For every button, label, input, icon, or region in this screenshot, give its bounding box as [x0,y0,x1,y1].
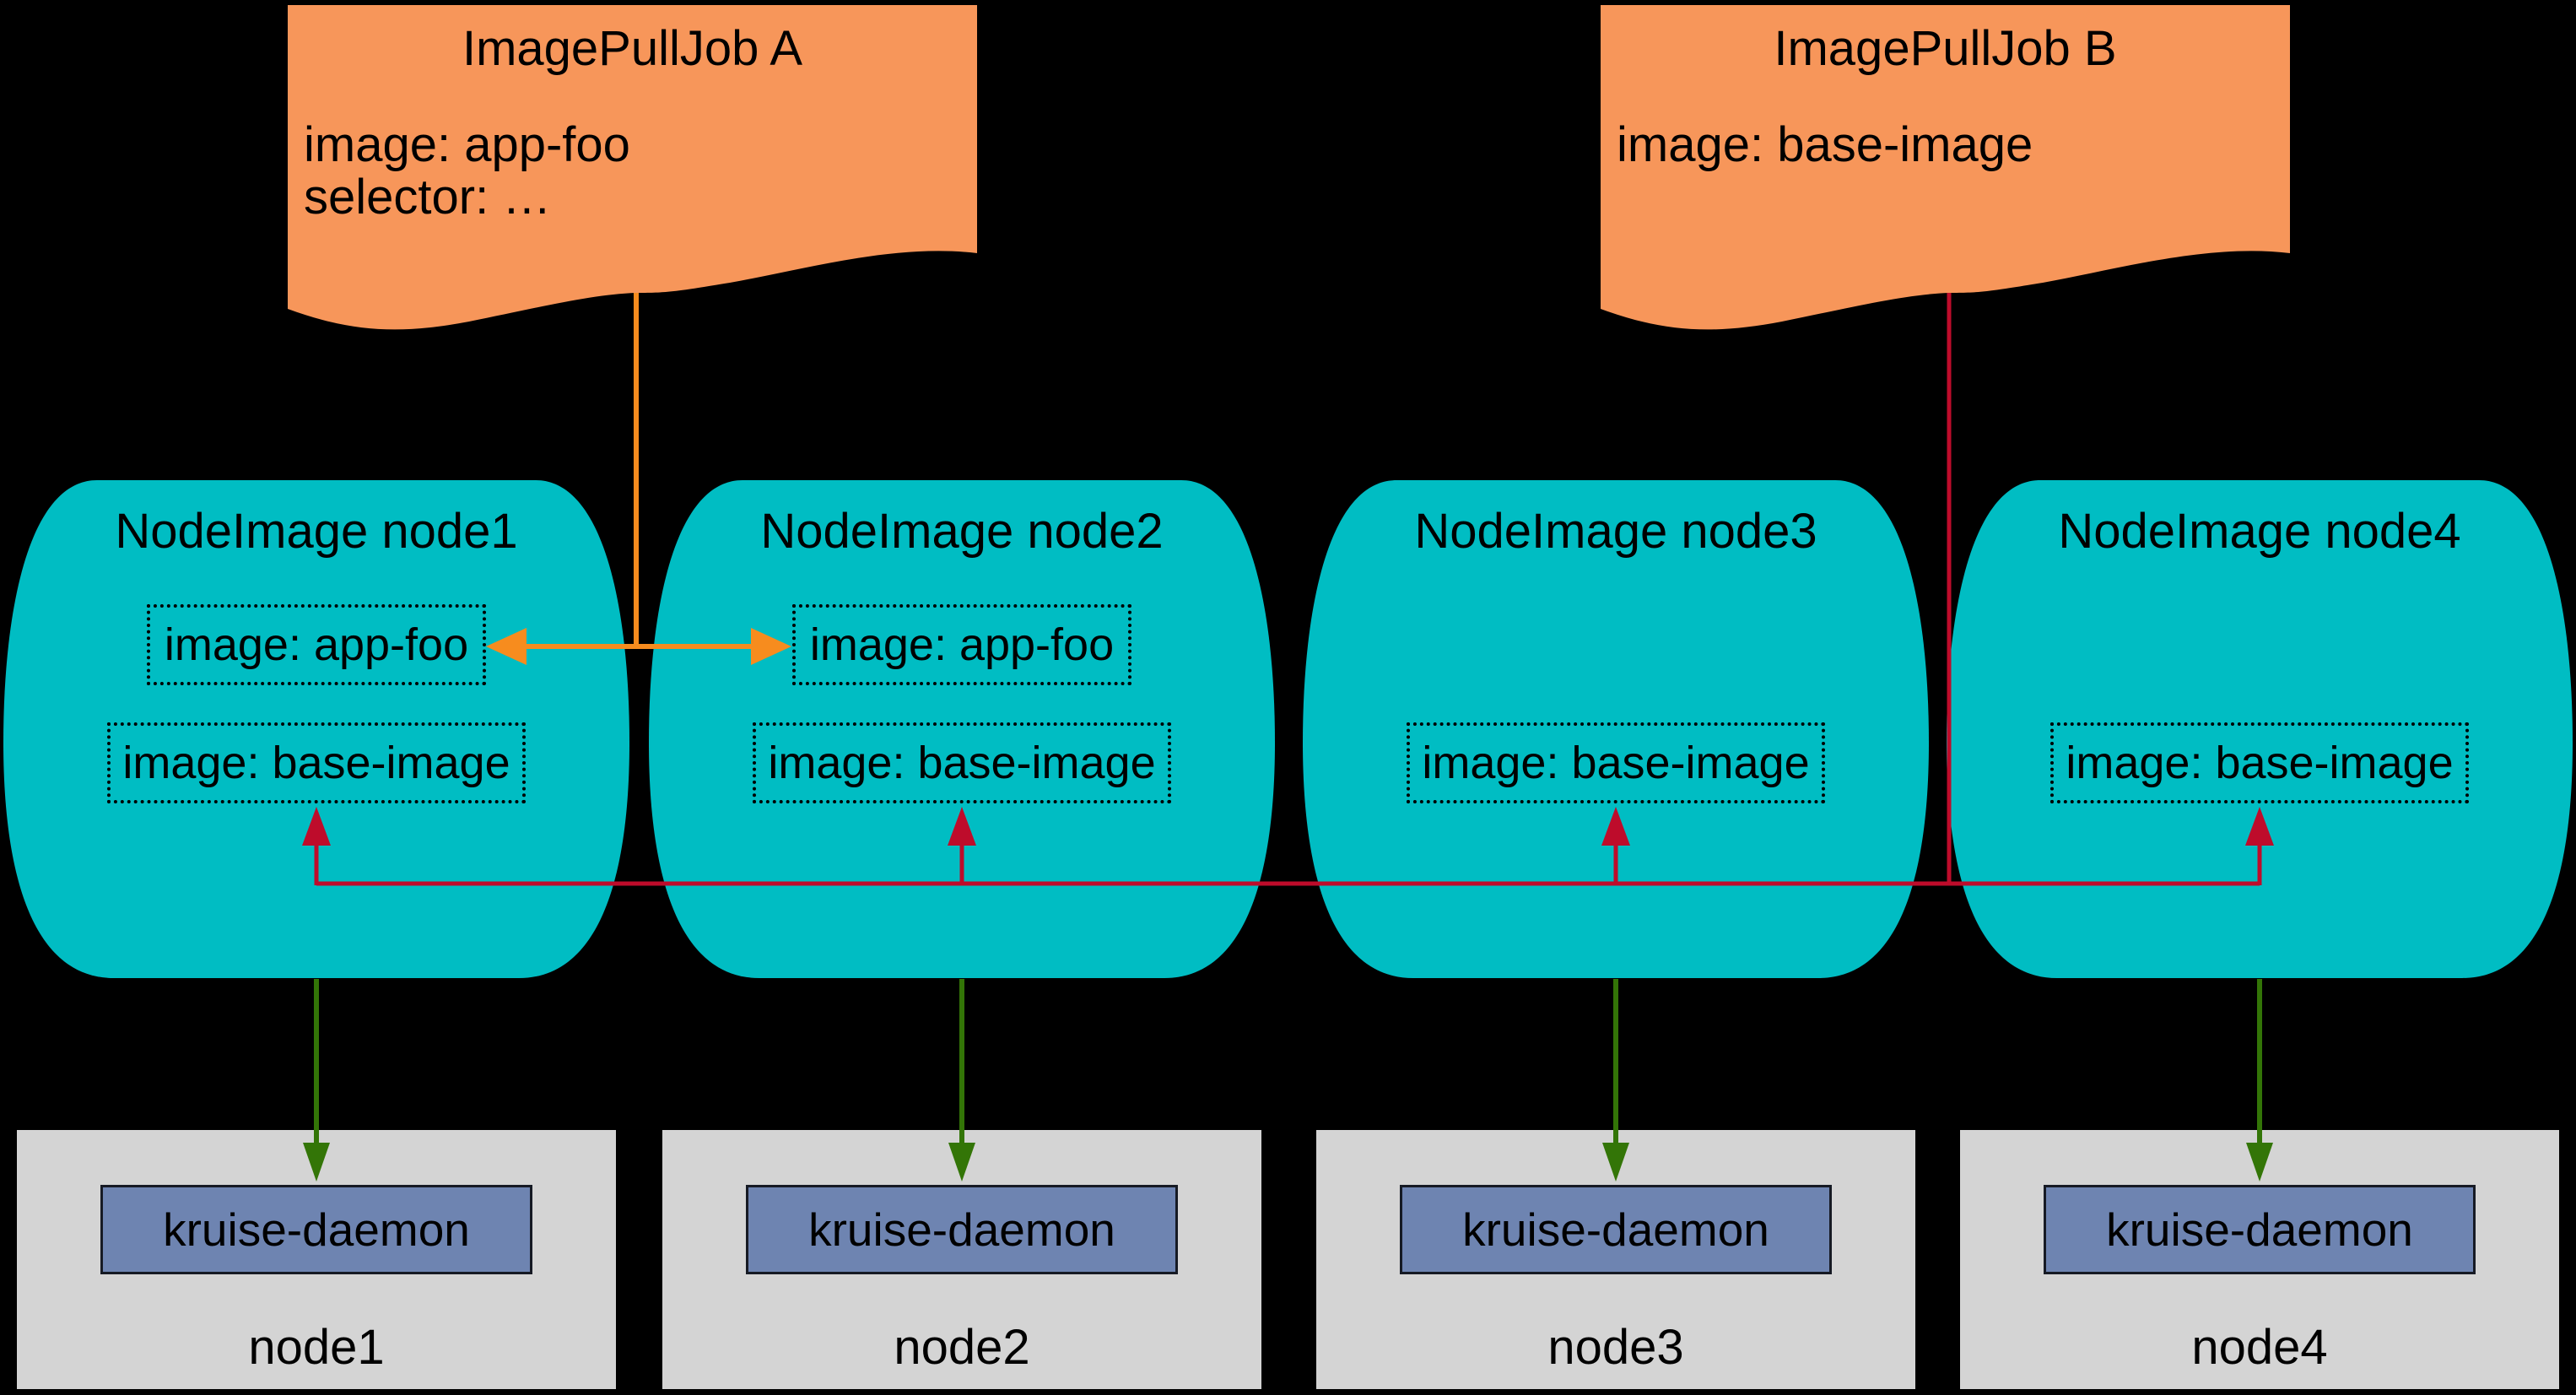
node1-base-image-box: image: base-image [107,722,526,803]
node3-base-image-box: image: base-image [1407,722,1825,803]
node2-label: node2 [894,1320,1030,1375]
nodeimage-node4-title: NodeImage node4 [2058,504,2461,559]
node1-app-foo-image-box: image: app-foo [147,604,486,685]
job-a-arrowhead-right [751,628,791,665]
node1-kruise-daemon: kruise-daemon [100,1185,532,1274]
nodeimage-node2-title: NodeImage node2 [760,504,1164,559]
node4-label: node4 [2191,1320,2328,1375]
imagepulljob-a-title: ImagePullJob A [462,21,803,76]
job-b-arrowhead-node3 [1601,807,1630,846]
nodeimage-node1-title: NodeImage node1 [115,504,518,559]
node2-app-foo-image-box: image: app-foo [792,604,1131,685]
imagepulljob-a-spec-image: image: app-foo [304,117,630,172]
node3-kruise-daemon: kruise-daemon [1400,1185,1832,1274]
node2-kruise-daemon: kruise-daemon [746,1185,1178,1274]
node3-label: node3 [1547,1320,1684,1375]
node4-base-image-box: image: base-image [2050,722,2469,803]
job-b-arrowhead-node2 [948,807,976,846]
imagepulljob-a-spec-selector: selector: … [304,170,552,224]
job-a-arrowhead-left [486,628,527,665]
imagepulljob-b-spec-image: image: base-image [1617,117,2033,172]
node4-kruise-daemon: kruise-daemon [2044,1185,2476,1274]
imagepulljob-b-title: ImagePullJob B [1774,21,2117,76]
node2-base-image-box: image: base-image [753,722,1171,803]
job-b-arrowhead-node1 [302,807,331,846]
node1-label: node1 [248,1320,385,1375]
job-b-arrowhead-node4 [2245,807,2274,846]
nodeimage-node3-title: NodeImage node3 [1414,504,1817,559]
